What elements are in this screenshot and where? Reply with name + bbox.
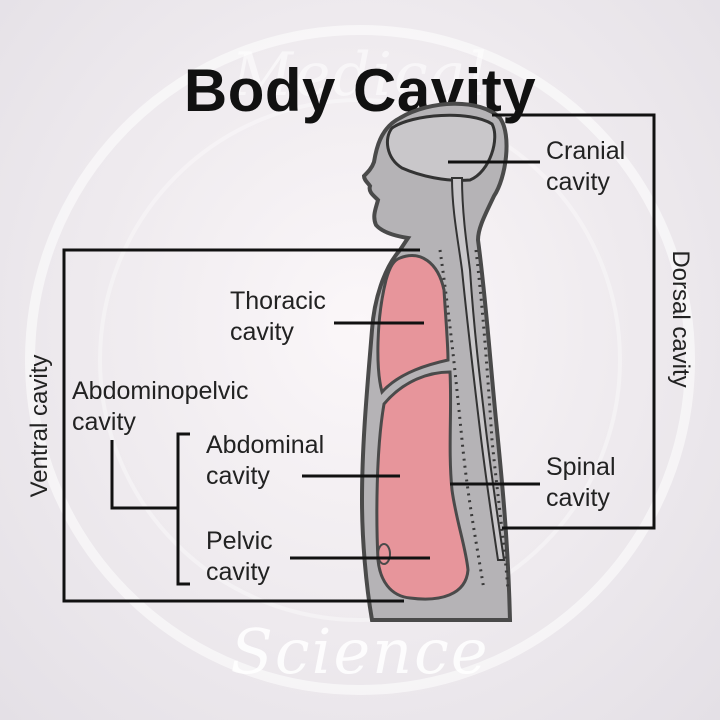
ventral-bracket (62, 248, 420, 603)
abdominopelvic-cavity-shape (375, 370, 470, 601)
abdominal-pelvic-bracket (176, 432, 190, 586)
vertebral-column (438, 249, 510, 591)
spinal-cavity-shape (450, 177, 506, 561)
pelvic-organ (377, 543, 391, 565)
cranial-cavity-shape (385, 113, 497, 182)
dorsal-bracket (492, 113, 656, 530)
dorsal-cavity-label: Dorsal cavity (667, 250, 694, 388)
watermark-text-bottom: Science (230, 615, 490, 688)
abdominopelvic-bracket (110, 440, 178, 510)
ventral-cavity-label: Ventral cavity (26, 354, 53, 498)
watermark-text-top: Medical (231, 40, 489, 110)
